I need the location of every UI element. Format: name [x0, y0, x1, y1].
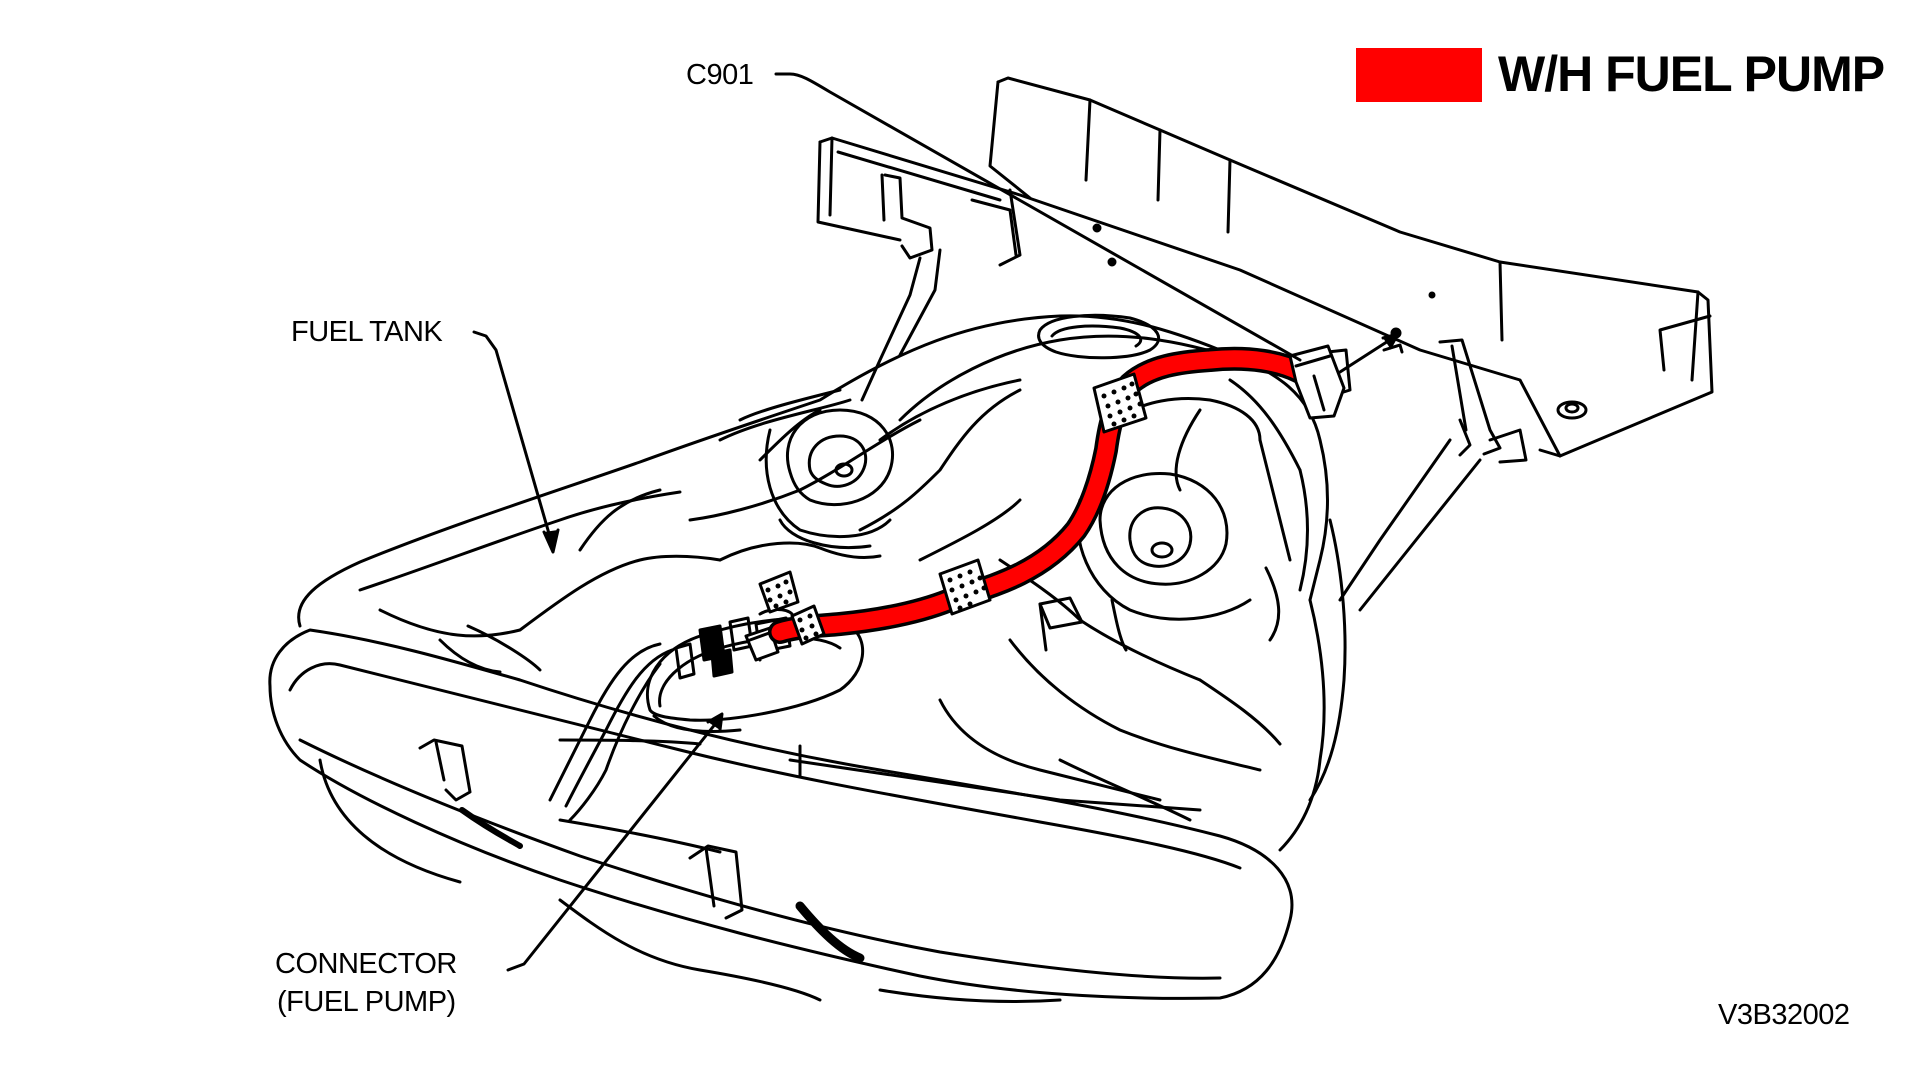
harness-clips [758, 372, 1148, 646]
legend-label: W/H FUEL PUMP [1498, 46, 1885, 102]
leader-connector [506, 716, 722, 972]
leader-lines [472, 72, 1302, 972]
harness-clip-4 [790, 604, 826, 646]
label-c901: C901 [686, 59, 754, 91]
label-fuel-tank: FUEL TANK [291, 316, 443, 348]
leader-c901 [774, 72, 1302, 362]
fuel-tank-top-contours [358, 313, 1309, 854]
harness-clip-1 [1092, 372, 1148, 434]
crossmember-bracket [816, 76, 1714, 612]
label-connector-line1: CONNECTOR [275, 948, 457, 980]
leader-fuel-tank [472, 330, 554, 546]
label-connector-line2: (FUEL PUMP) [277, 986, 456, 1018]
wire-harness-fuel-pump [768, 346, 1312, 644]
c901-connector [1288, 344, 1346, 420]
harness-clip-2 [938, 558, 992, 616]
figure-id: V3B32002 [1718, 999, 1850, 1031]
fuel-pump-module [548, 608, 865, 822]
harness-clip-3 [758, 570, 800, 614]
legend-swatch-wire-harness [1356, 48, 1482, 102]
